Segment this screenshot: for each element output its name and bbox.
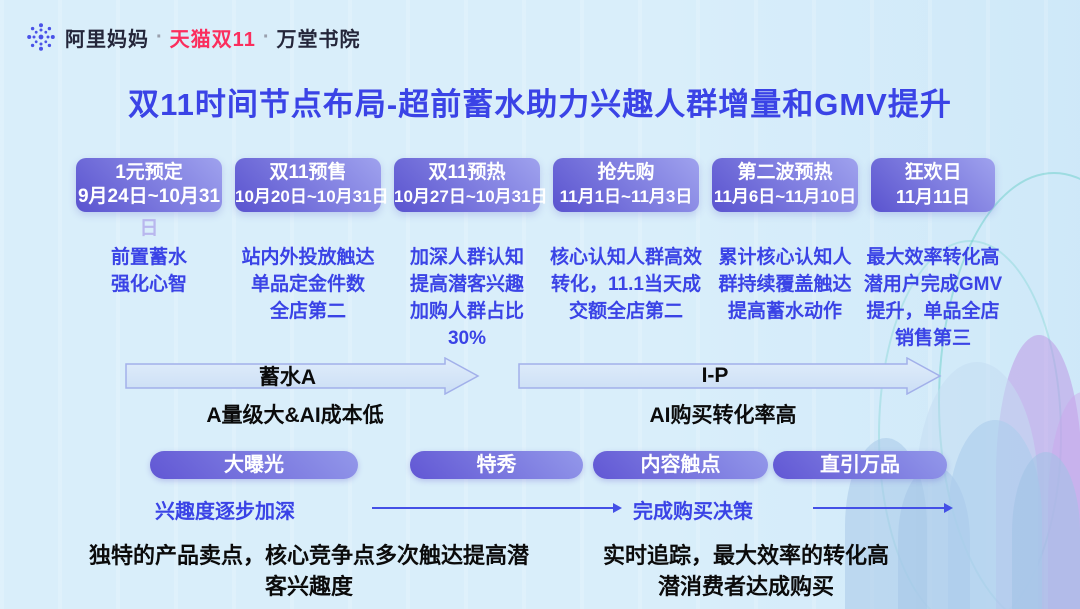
stage-column-5: 第二波预热 11月6日~11月10日 累计核心认知人 群持续覆盖触达 提高蓄水动…: [712, 158, 858, 352]
stage-description: 加深人群认知 提高潜客兴趣 加购人群占比 30%: [409, 247, 524, 349]
phase-arrow-label: 蓄水A: [258, 366, 317, 389]
stage-description: 站内外投放触达 单品定金件数 全店第二: [241, 247, 375, 322]
stage-column-6: 狂欢日 11月11日 最大效率转化高 潜用户完成GMV 提升，单品全店 销售第三: [864, 158, 1002, 352]
stage-box: 1元预定 9月24日~10月31: [76, 158, 222, 212]
stage-timeline: 1元预定 9月24日~10月31 日 前置蓄水 强化心智 双11预售 10月20…: [76, 158, 1002, 352]
stage-box: 双11预售 10月20日~10月31日: [235, 158, 389, 212]
logo-separator: ·: [156, 25, 163, 48]
campaign-name: 天猫双11: [169, 28, 256, 51]
stage-column-4: 抢先购 11月1日~11月3日 核心认知人群高效 转化，11.1当天成 交额全店…: [550, 158, 702, 352]
stage-dates: 11月11日: [895, 187, 971, 207]
stage-dates-overflow: 日: [139, 218, 159, 239]
stage-name: 狂欢日: [904, 162, 962, 183]
flow-label-interest: 兴趣度逐步加深: [155, 501, 295, 523]
page-title: 双11时间节点布局-超前蓄水助力兴趣人群增量和GMV提升: [128, 87, 952, 122]
phase-arrow-accumulation: 蓄水A: [125, 357, 480, 395]
stage-box: 第二波预热 11月6日~11月10日: [712, 158, 858, 212]
block-arrow-shape: [125, 357, 480, 395]
stage-name: 第二波预热: [737, 162, 833, 183]
pill-exposure: 大曝光: [150, 451, 358, 479]
pill-texiu: 特秀: [410, 451, 583, 479]
brand-name: 阿里妈妈: [65, 28, 149, 51]
stage-box: 双11预热 10月27日~10月31日: [394, 158, 548, 212]
logo-row: 阿里妈妈 · 天猫双11 · 万堂书院: [26, 22, 361, 52]
stage-box: 抢先购 11月1日~11月3日: [553, 158, 699, 212]
stage-dates: 10月27日~10月31日: [394, 187, 548, 206]
stage-dates: 10月20日~10月31日: [235, 187, 389, 206]
stage-dates: 11月6日~11月10日: [713, 187, 857, 206]
footnote-left: 独特的产品卖点，核心竞争点多次触达提高潜客兴趣度: [88, 543, 529, 599]
stage-name: 双11预热: [428, 162, 506, 183]
stage-dates: 9月24日~10月31: [77, 186, 221, 207]
stage-column-2: 双11预售 10月20日~10月31日 站内外投放触达 单品定金件数 全店第二: [235, 158, 389, 352]
alimama-logo-icon: [27, 23, 55, 51]
logo-text: 阿里妈妈 · 天猫双11 · 万堂书院: [65, 23, 361, 52]
stage-box: 狂欢日 11月11日: [871, 158, 995, 212]
stage-name: 双11预售: [269, 162, 347, 183]
stage-description: 累计核心认知人 群持续覆盖触达 提高蓄水动作: [718, 247, 852, 322]
phase-arrow-ip: I-P: [518, 357, 942, 395]
phase-arrow-sublabel: A量级大&AI成本低: [206, 404, 384, 427]
flow-arrow: [813, 503, 953, 513]
flow-arrow: [372, 503, 622, 513]
stage-name: 抢先购: [597, 162, 655, 183]
academy-name: 万堂书院: [276, 28, 361, 51]
stage-dates: 11月1日~11月3日: [559, 187, 693, 206]
footnote-right: 实时追踪，最大效率的转化高潜消费者达成购买: [602, 543, 889, 599]
logo-separator: ·: [262, 25, 270, 48]
stage-description: 核心认知人群高效 转化，11.1当天成 交额全店第二: [549, 247, 702, 322]
stage-name: 1元预定: [115, 162, 183, 183]
stage-column-3: 双11预热 10月27日~10月31日 加深人群认知 提高潜客兴趣 加购人群占比…: [394, 158, 548, 352]
pill-content-touch: 内容触点: [593, 451, 768, 479]
flow-label-purchase: 完成购买决策: [633, 501, 753, 523]
block-arrow-shape: [518, 357, 942, 395]
phase-arrow-label: I-P: [701, 364, 729, 387]
blue-hill-decoration: [1012, 452, 1080, 609]
stage-column-1: 1元预定 9月24日~10月31 日 前置蓄水 强化心智: [76, 158, 222, 352]
pill-direct-goods: 直引万品: [773, 451, 947, 479]
stage-description: 前置蓄水 强化心智: [110, 247, 187, 295]
stage-description: 最大效率转化高 潜用户完成GMV 提升，单品全店 销售第三: [863, 247, 1003, 349]
phase-arrow-sublabel: AI购买转化率高: [649, 404, 797, 427]
